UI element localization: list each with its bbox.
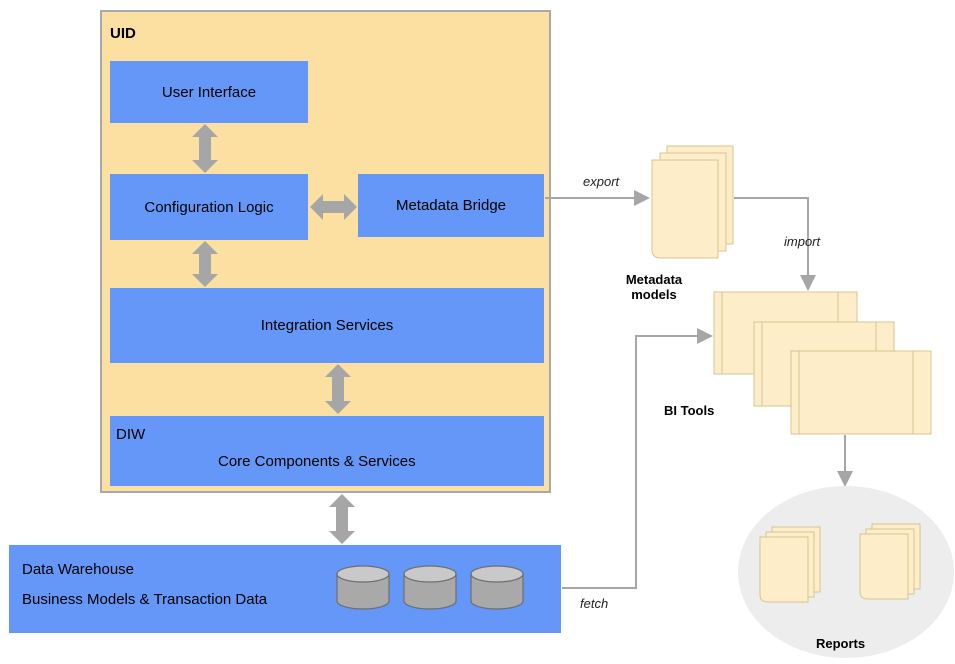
database-icon — [470, 565, 524, 610]
double-arrow-ui-config — [192, 124, 218, 173]
export-label: export — [583, 174, 620, 189]
report-document-icon — [859, 523, 921, 600]
fetch-arrow — [562, 328, 713, 589]
data-warehouse-title: Data Warehouse — [22, 561, 135, 578]
reports-label: Reports — [816, 636, 866, 651]
diw-box: DIW Core Components & Services — [110, 416, 544, 486]
metadata-models-line1: Metadata — [625, 272, 683, 287]
database-icon — [336, 565, 390, 610]
metadata-models-document-icon — [651, 145, 734, 259]
bi-tools-stack-icon — [713, 291, 932, 435]
uid-title: UID — [110, 25, 136, 42]
bi-tools-label: BI Tools — [664, 403, 715, 418]
fetch-label: fetch — [580, 596, 609, 611]
report-document-icon — [759, 526, 821, 603]
metadata-models-line2: models — [631, 287, 677, 302]
double-arrow-integration-diw — [325, 364, 351, 414]
core-components-label: Core Components & Services — [218, 453, 416, 470]
data-warehouse-subtitle: Business Models & Transaction Data — [22, 591, 268, 608]
database-icon — [403, 565, 457, 610]
double-arrow-uid-warehouse — [329, 494, 355, 544]
metadata-bridge-box: Metadata Bridge — [358, 174, 544, 237]
integration-services-box: Integration Services — [110, 288, 544, 363]
double-arrow-config-bridge — [310, 194, 357, 220]
user-interface-box: User Interface — [110, 61, 308, 123]
import-label: import — [784, 234, 821, 249]
metadata-models-label: Metadata models — [614, 272, 694, 302]
double-arrow-config-integration — [192, 241, 218, 287]
diw-label: DIW — [116, 426, 146, 443]
configuration-logic-box: Configuration Logic — [110, 174, 308, 240]
import-arrow — [734, 197, 816, 291]
data-warehouse-box — [9, 545, 561, 633]
